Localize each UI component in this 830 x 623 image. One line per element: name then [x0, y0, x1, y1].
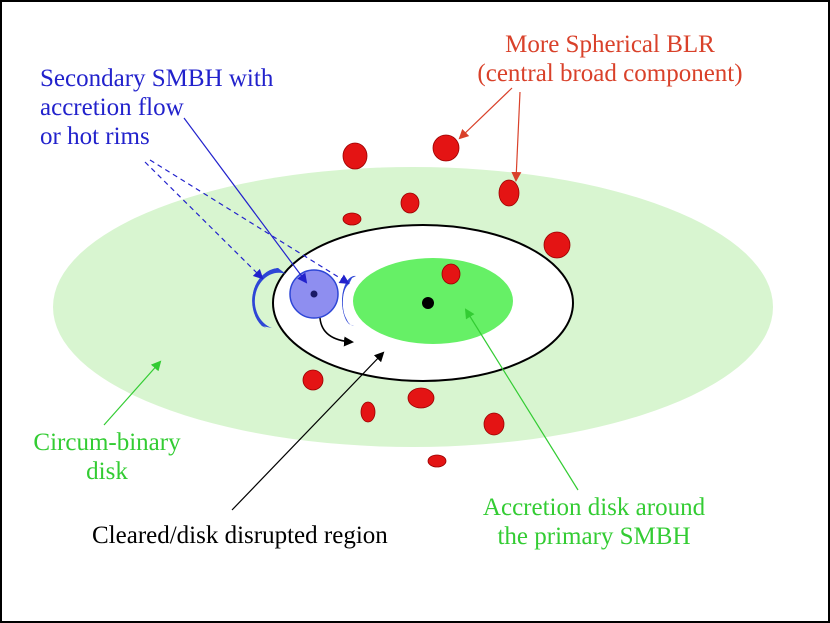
- blr-cloud: [441, 263, 461, 285]
- blr-cloud: [483, 412, 505, 436]
- circumbinary-label: Circum-binary disk: [22, 428, 192, 486]
- blr-cloud: [498, 179, 520, 207]
- hot-rim-arrow: [149, 159, 350, 285]
- accretion-disk-arrow: [464, 308, 579, 491]
- blr-label: More Spherical BLR (central broad compon…: [460, 30, 760, 88]
- secondary-smbh-label: Secondary SMBH with accretion flow or ho…: [40, 64, 273, 151]
- blr-cloud: [543, 231, 571, 259]
- blr-label-line-1: More Spherical BLR: [505, 31, 715, 58]
- blr-cloud: [342, 142, 368, 170]
- primary-smbh: [422, 297, 434, 309]
- cleared-region-label: Cleared/disk disrupted region: [92, 522, 388, 549]
- blr-arrow: [511, 91, 522, 182]
- secondary-smbh: [310, 290, 318, 298]
- blr-label-line-2: (central broad component): [477, 60, 743, 87]
- blr-cloud: [400, 192, 420, 214]
- circumbinary-label-line-2: disk: [86, 458, 128, 485]
- blr-cloud: [360, 401, 376, 423]
- blr-cloud: [432, 134, 460, 162]
- secondary-label-line-1: Secondary SMBH with: [40, 65, 274, 92]
- hot-rim-right-inner: [342, 278, 352, 324]
- blr-cloud: [407, 387, 435, 409]
- secondary-label-line-2: accretion flow: [40, 94, 184, 121]
- blr-cloud: [302, 369, 324, 391]
- cleared-region-arrow: [231, 351, 385, 511]
- blr-cloud: [427, 454, 447, 468]
- secondary-arrow: [183, 117, 308, 284]
- orbit-motion-arrow: [319, 317, 354, 347]
- accretion-label-line-1: Accretion disk around: [482, 494, 706, 521]
- accretion-label-line-2: the primary SMBH: [497, 523, 691, 550]
- accretion-disk-label: Accretion disk around the primary SMBH: [455, 493, 733, 551]
- hot-rim-arrow: [144, 161, 264, 280]
- blr-cloud: [342, 212, 362, 226]
- blr-arrow: [458, 87, 513, 140]
- circumbinary-arrow: [103, 360, 162, 426]
- secondary-label-line-3: or hot rims: [40, 123, 150, 150]
- circumbinary-label-line-1: Circum-binary: [33, 429, 181, 456]
